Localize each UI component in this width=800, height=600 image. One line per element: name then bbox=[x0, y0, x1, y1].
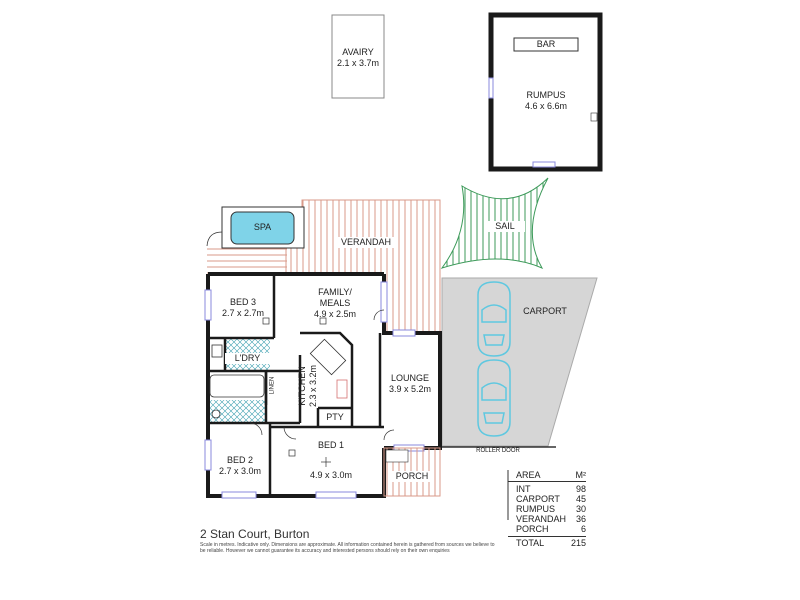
area-header-unit: M² bbox=[575, 470, 587, 480]
area-row-label: PORCH bbox=[516, 524, 549, 534]
area-row-value: 30 bbox=[575, 504, 586, 514]
room-name: MEALS bbox=[319, 298, 351, 308]
area-row-label: RUMPUS bbox=[516, 504, 556, 514]
area-table-header: AREA M² bbox=[508, 470, 586, 482]
room-name: BED 1 bbox=[317, 440, 344, 450]
room-size: 4.6 x 6.6m bbox=[524, 101, 568, 111]
bar-label: BAR bbox=[514, 39, 578, 50]
room-name: FAMILY/ bbox=[318, 287, 352, 297]
area-row: PORCH 6 bbox=[508, 524, 586, 534]
ldry-label: L'DRY bbox=[225, 353, 270, 364]
bath-tiles bbox=[208, 400, 266, 423]
rumpus-vent bbox=[590, 112, 598, 122]
room-size: 4.9 x 3.0m bbox=[309, 470, 353, 480]
area-row-value: 6 bbox=[580, 524, 586, 534]
cooktop bbox=[336, 379, 348, 399]
carport-slab bbox=[441, 277, 598, 447]
room-size: 3.9 x 5.2m bbox=[388, 384, 432, 394]
disclaimer-text: Scale in metres. Indicative only. Dimens… bbox=[200, 542, 495, 554]
rumpus-door-left bbox=[488, 77, 494, 99]
room-size: 4.9 x 2.5m bbox=[313, 309, 357, 319]
carport-label: CARPORT bbox=[515, 306, 575, 317]
porch-step bbox=[385, 449, 409, 463]
porch-label: PORCH bbox=[390, 471, 434, 482]
room-name: LINEN bbox=[269, 376, 276, 395]
toilet-icon bbox=[211, 409, 221, 419]
room-size: 2.7 x 3.0m bbox=[218, 466, 262, 476]
area-row-label: INT bbox=[516, 484, 531, 494]
room-name: CARPORT bbox=[523, 306, 567, 316]
room-size: 2.1 x 3.7m bbox=[336, 58, 380, 68]
room-size: 2.7 x 2.7m bbox=[221, 308, 265, 318]
sail-label: SAIL bbox=[485, 221, 525, 232]
spa-gate bbox=[206, 231, 223, 247]
room-name: LOUNGE bbox=[390, 373, 429, 383]
room-name: BAR bbox=[536, 39, 556, 49]
bed2-label: BED 2 2.7 x 3.0m bbox=[212, 455, 268, 477]
room-name: SPA bbox=[253, 222, 272, 232]
car-icon bbox=[477, 359, 511, 437]
door-swings bbox=[249, 309, 395, 441]
room-name: AVAIRY bbox=[342, 47, 374, 57]
area-row-value: 36 bbox=[575, 514, 586, 524]
spa-pool bbox=[230, 211, 295, 245]
kitchen-bench bbox=[309, 338, 347, 376]
area-row-label: VERANDAH bbox=[516, 514, 567, 524]
area-row: CARPORT 45 bbox=[508, 494, 586, 504]
verandah-label: VERANDAH bbox=[336, 237, 396, 248]
area-total-value: 215 bbox=[570, 538, 586, 548]
bar-counter bbox=[513, 37, 579, 52]
room-name: ROLLER DOOR bbox=[476, 448, 520, 454]
spa-label: SPA bbox=[231, 222, 294, 233]
linen-label: LINEN bbox=[270, 375, 277, 397]
interior-walls bbox=[208, 274, 384, 496]
area-row: VERANDAH 36 bbox=[508, 514, 586, 524]
family-label: FAMILY/ MEALS 4.9 x 2.5m bbox=[300, 287, 370, 320]
area-row-value: 98 bbox=[575, 484, 586, 494]
aviary-outline bbox=[331, 14, 385, 99]
room-name: L'DRY bbox=[234, 353, 261, 363]
bathtub bbox=[209, 374, 265, 398]
kitchen-label: KITCHEN 2.3 x 3.2m bbox=[297, 356, 319, 416]
area-row: INT 98 bbox=[508, 484, 586, 494]
verandah-left-strip bbox=[207, 248, 287, 274]
area-row-value: 45 bbox=[575, 494, 586, 504]
ceiling-light-icon bbox=[262, 317, 331, 467]
laundry-trough bbox=[211, 344, 223, 358]
bed1-size: 4.9 x 3.0m bbox=[296, 470, 366, 481]
room-size: 2.3 x 3.2m bbox=[308, 364, 318, 408]
area-row-label: CARPORT bbox=[516, 494, 560, 504]
roller-door-label: ROLLER DOOR bbox=[460, 448, 536, 455]
room-name: BED 3 bbox=[229, 297, 256, 307]
bed1-label: BED 1 bbox=[296, 440, 366, 451]
car-icon bbox=[477, 281, 511, 357]
room-name: BED 2 bbox=[226, 455, 253, 465]
area-row: RUMPUS 30 bbox=[508, 504, 586, 514]
room-name: VERANDAH bbox=[340, 237, 391, 247]
room-name: SAIL bbox=[495, 221, 515, 231]
pty-label: PTY bbox=[318, 412, 352, 423]
lounge-label: LOUNGE 3.9 x 5.2m bbox=[380, 373, 440, 395]
room-name: RUMPUS bbox=[526, 90, 566, 100]
room-name: PTY bbox=[326, 412, 344, 422]
aviary-label: AVAIRY 2.1 x 3.7m bbox=[332, 47, 384, 69]
property-address: 2 Stan Court, Burton bbox=[200, 527, 310, 541]
area-table: AREA M² INT 98 CARPORT 45 RUMPUS 30 VERA… bbox=[508, 470, 586, 548]
room-name: PORCH bbox=[395, 471, 429, 481]
area-table-total: TOTAL 215 bbox=[508, 536, 586, 548]
area-total-label: TOTAL bbox=[516, 538, 545, 548]
rumpus-window bbox=[532, 161, 556, 168]
bed3-label: BED 3 2.7 x 2.7m bbox=[212, 297, 274, 319]
rumpus-label: RUMPUS 4.6 x 6.6m bbox=[506, 90, 586, 112]
area-header-label: AREA bbox=[516, 470, 541, 480]
room-name: KITCHEN bbox=[297, 366, 307, 406]
